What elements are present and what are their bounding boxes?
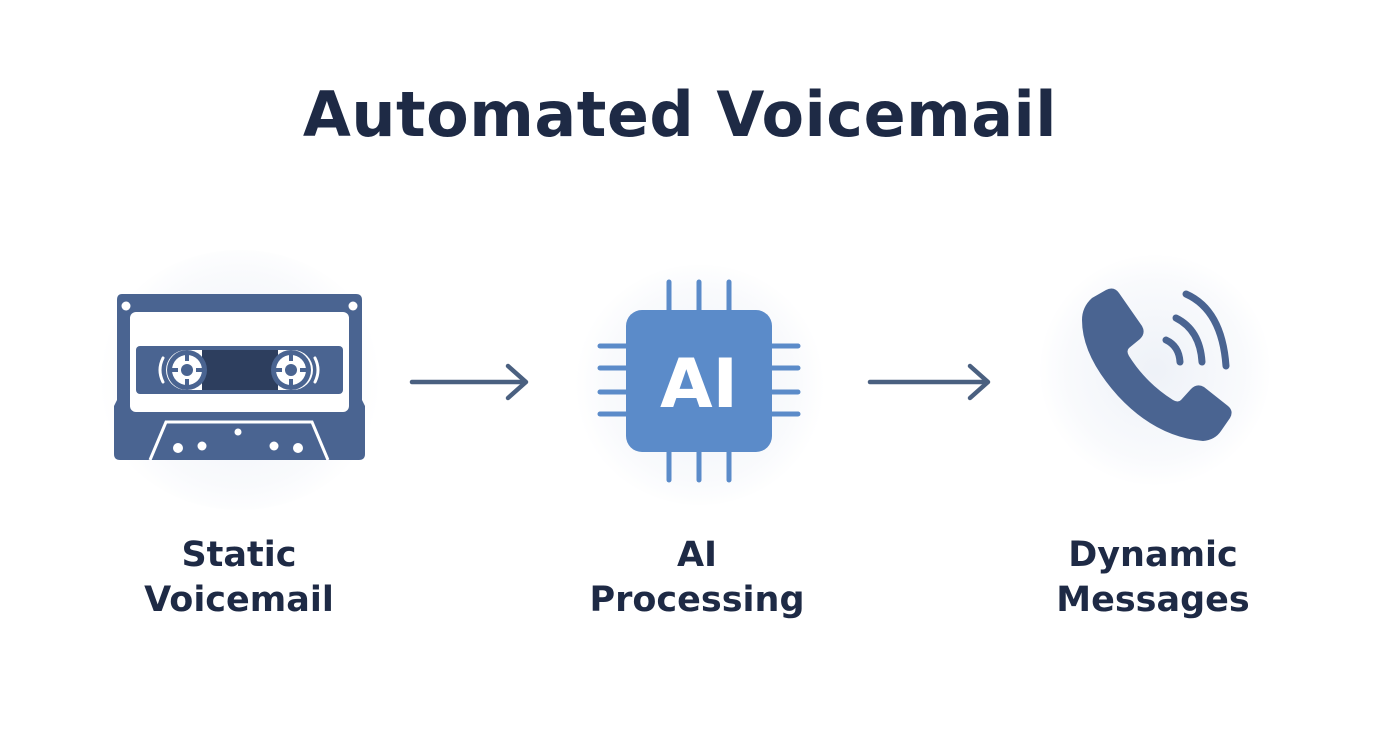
step-label-static-voicemail: Static Voicemail (89, 533, 389, 623)
cassette-tape-icon (114, 294, 365, 461)
step-label-line: AI (676, 535, 718, 575)
ai-chip-icon: AI (597, 279, 801, 483)
step-label-dynamic-messages: Dynamic Messages (1003, 533, 1303, 623)
step-label-line: Dynamic (1068, 535, 1238, 575)
diagram-title: Automated Voicemail (302, 78, 1058, 151)
step-label-line: Static (181, 535, 297, 575)
step-label-ai-processing: AI Processing (547, 533, 847, 623)
phone-glow (1040, 255, 1270, 485)
chip-label: AI (660, 345, 738, 424)
step-label-line: Messages (1056, 580, 1250, 620)
step-label-line: Voicemail (144, 580, 334, 620)
right-arrow-icon (409, 363, 529, 401)
phone-ringing-icon (1082, 288, 1232, 441)
step-label-line: Processing (589, 580, 805, 620)
right-arrow-icon (867, 363, 991, 401)
